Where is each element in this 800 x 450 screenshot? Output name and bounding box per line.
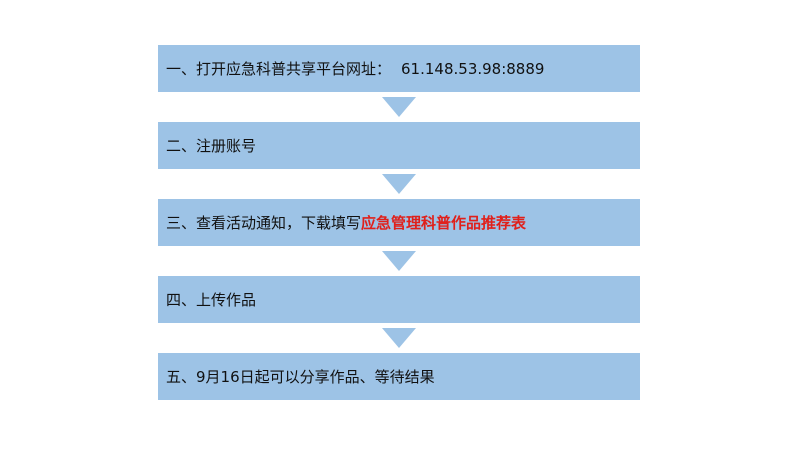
step-4-text: 四、上传作品 xyxy=(166,291,257,309)
connector-4 xyxy=(158,323,640,353)
step-5-box: 五、9月16日起可以分享作品、等待结果 xyxy=(158,353,640,400)
step-5-text: 五、9月16日起可以分享作品、等待结果 xyxy=(166,368,435,386)
recommendation-form-highlight: 应急管理科普作品推荐表 xyxy=(361,214,527,232)
connector-2 xyxy=(158,169,640,199)
step-2-text: 二、注册账号 xyxy=(166,137,257,155)
connector-3 xyxy=(158,246,640,276)
step-4-box: 四、上传作品 xyxy=(158,276,640,323)
step-3-text: 三、查看活动通知，下载填写 xyxy=(166,214,362,232)
platform-url: 61.148.53.98:8889 xyxy=(401,59,545,78)
down-arrow-icon xyxy=(382,328,416,348)
process-flowchart: 一、打开应急科普共享平台网址： 61.148.53.98:8889 二、注册账号… xyxy=(158,45,640,400)
down-arrow-icon xyxy=(382,251,416,271)
step-3-box: 三、查看活动通知，下载填写应急管理科普作品推荐表 xyxy=(158,199,640,246)
step-2-box: 二、注册账号 xyxy=(158,122,640,169)
step-1-box: 一、打开应急科普共享平台网址： 61.148.53.98:8889 xyxy=(158,45,640,92)
down-arrow-icon xyxy=(382,97,416,117)
down-arrow-icon xyxy=(382,174,416,194)
step-1-text: 一、打开应急科普共享平台网址： xyxy=(166,60,392,78)
connector-1 xyxy=(158,92,640,122)
